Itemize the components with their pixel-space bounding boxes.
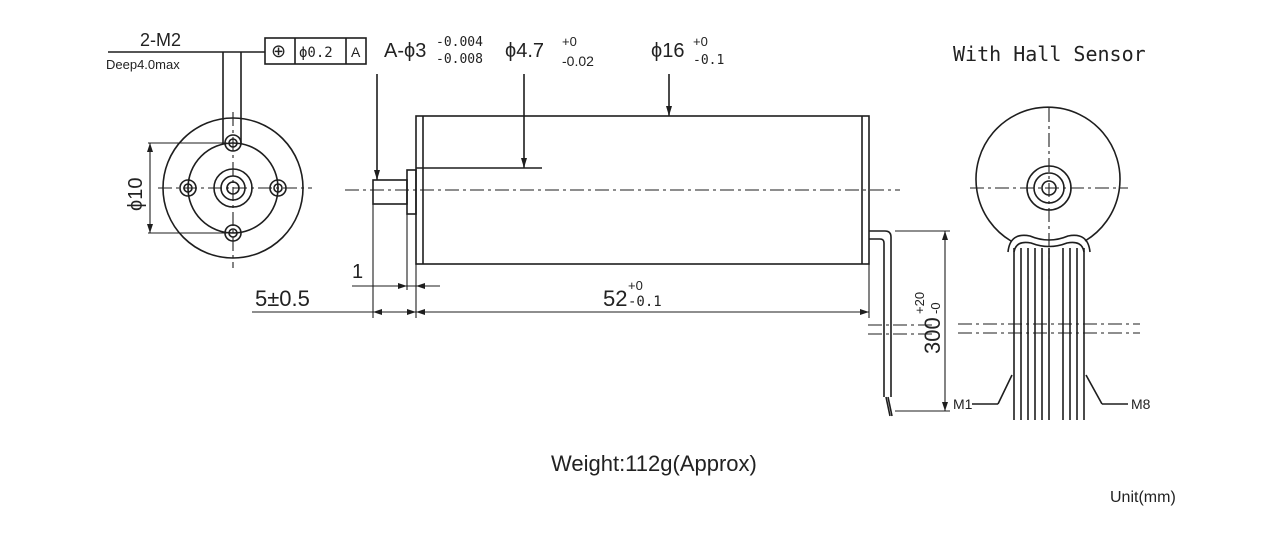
front-end-view [108, 51, 312, 268]
side-view [252, 74, 950, 417]
shaft-dim-main: A-ϕ3 [384, 40, 426, 62]
thread-depth-label: Deep4.0max [106, 57, 180, 72]
boss [406, 169, 417, 215]
lead-wires [1013, 248, 1085, 420]
body-dim-lower: -0.1 [693, 53, 724, 68]
boss-dim-main: ϕ4.7 [505, 40, 544, 62]
rear-end-view [958, 106, 1140, 420]
wire-harness [1007, 234, 1091, 253]
lead-length-upper: +20 [912, 292, 927, 314]
rear-outline [975, 106, 1121, 242]
body-dim-main: ϕ16 [651, 40, 684, 62]
boss-dim-lower: -0.02 [562, 53, 594, 69]
wire-label-m8: M8 [1131, 396, 1151, 412]
shaft-dim-upper: -0.004 [436, 35, 483, 50]
boss-dim-upper: +0 [562, 34, 577, 49]
unit-label: Unit(mm) [1110, 489, 1176, 506]
weight-label: Weight:112g(Approx) [551, 451, 757, 476]
shaft-length-label: 5±0.5 [255, 286, 310, 311]
tolerance-datum: A [351, 44, 361, 60]
shaft [372, 179, 408, 205]
wire-label-m1: M1 [953, 396, 973, 412]
tolerance-frame [264, 37, 367, 65]
tolerance-symbol: ⊕ [271, 41, 286, 61]
body-length-lower: -0.1 [628, 294, 662, 310]
tolerance-value: ϕ0.2 [299, 45, 333, 61]
shaft-dim-lower: -0.008 [436, 52, 483, 67]
view-title: With Hall Sensor [953, 42, 1146, 66]
bolt-circle-label: ϕ10 [125, 178, 147, 211]
lead-length-lower: -0 [928, 302, 943, 314]
thread-label: 2-M2 [140, 30, 181, 50]
body-length-upper: +0 [628, 278, 643, 293]
body-length-main: 52 [603, 286, 627, 311]
lead-length-main: 300 [920, 317, 945, 354]
body-dim-upper: +0 [693, 34, 708, 49]
flange-length-label: 1 [352, 261, 363, 283]
